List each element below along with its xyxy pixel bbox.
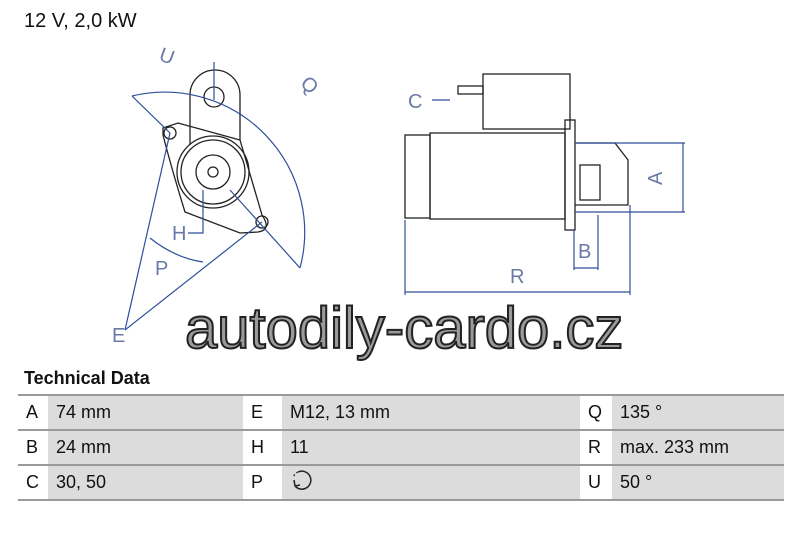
label-c: C [408, 91, 422, 113]
spec-value: M12, 13 mm [282, 394, 580, 430]
technical-data-table: A 74 mm E M12, 13 mm Q 135 ° B 24 mm H 1… [18, 394, 784, 501]
spec-value: 24 mm [48, 429, 243, 465]
table-row: A 74 mm E M12, 13 mm Q 135 ° [18, 394, 784, 430]
dimension-labels: U Q H P E C A B R [112, 44, 667, 347]
watermark: autodily-cardo.cz [184, 296, 624, 361]
spec-value: 50 ° [612, 464, 784, 501]
spec-value: 11 [282, 429, 580, 465]
spec-value: 74 mm [48, 394, 243, 430]
table-row: B 24 mm H 11 R max. 233 mm [18, 429, 784, 465]
label-r: R [510, 266, 524, 288]
voltage-power-rating: 12 V, 2,0 kW [24, 10, 137, 32]
section-title: Technical Data [24, 368, 150, 388]
label-a: A [645, 171, 667, 185]
spec-key: B [18, 429, 48, 465]
spec-key: P [243, 464, 282, 501]
spec-key: E [243, 394, 282, 430]
spec-key: Q [580, 394, 612, 430]
spec-key: U [580, 464, 612, 501]
rotation-ccw-icon [292, 470, 312, 490]
spec-value: max. 233 mm [612, 429, 784, 465]
spec-key: A [18, 394, 48, 430]
side-view [404, 73, 629, 231]
starter-motor-drawing: U Q H P E C A B R [112, 44, 685, 347]
spec-value: 30, 50 [48, 464, 243, 501]
label-p: P [155, 258, 168, 280]
spec-value: 135 ° [612, 394, 784, 430]
spec-key: C [18, 464, 48, 501]
front-dimensions [124, 62, 306, 331]
label-e: E [112, 325, 125, 347]
spec-key: R [580, 429, 612, 465]
spec-value-rotation [282, 464, 580, 501]
front-view [162, 69, 269, 234]
label-q: Q [296, 72, 323, 99]
spec-key: H [243, 429, 282, 465]
side-dimensions [404, 99, 685, 295]
label-u: U [156, 44, 177, 70]
table-row: C 30, 50 P U 50 ° [18, 464, 784, 501]
label-h: H [172, 223, 186, 245]
label-b: B [578, 241, 591, 263]
